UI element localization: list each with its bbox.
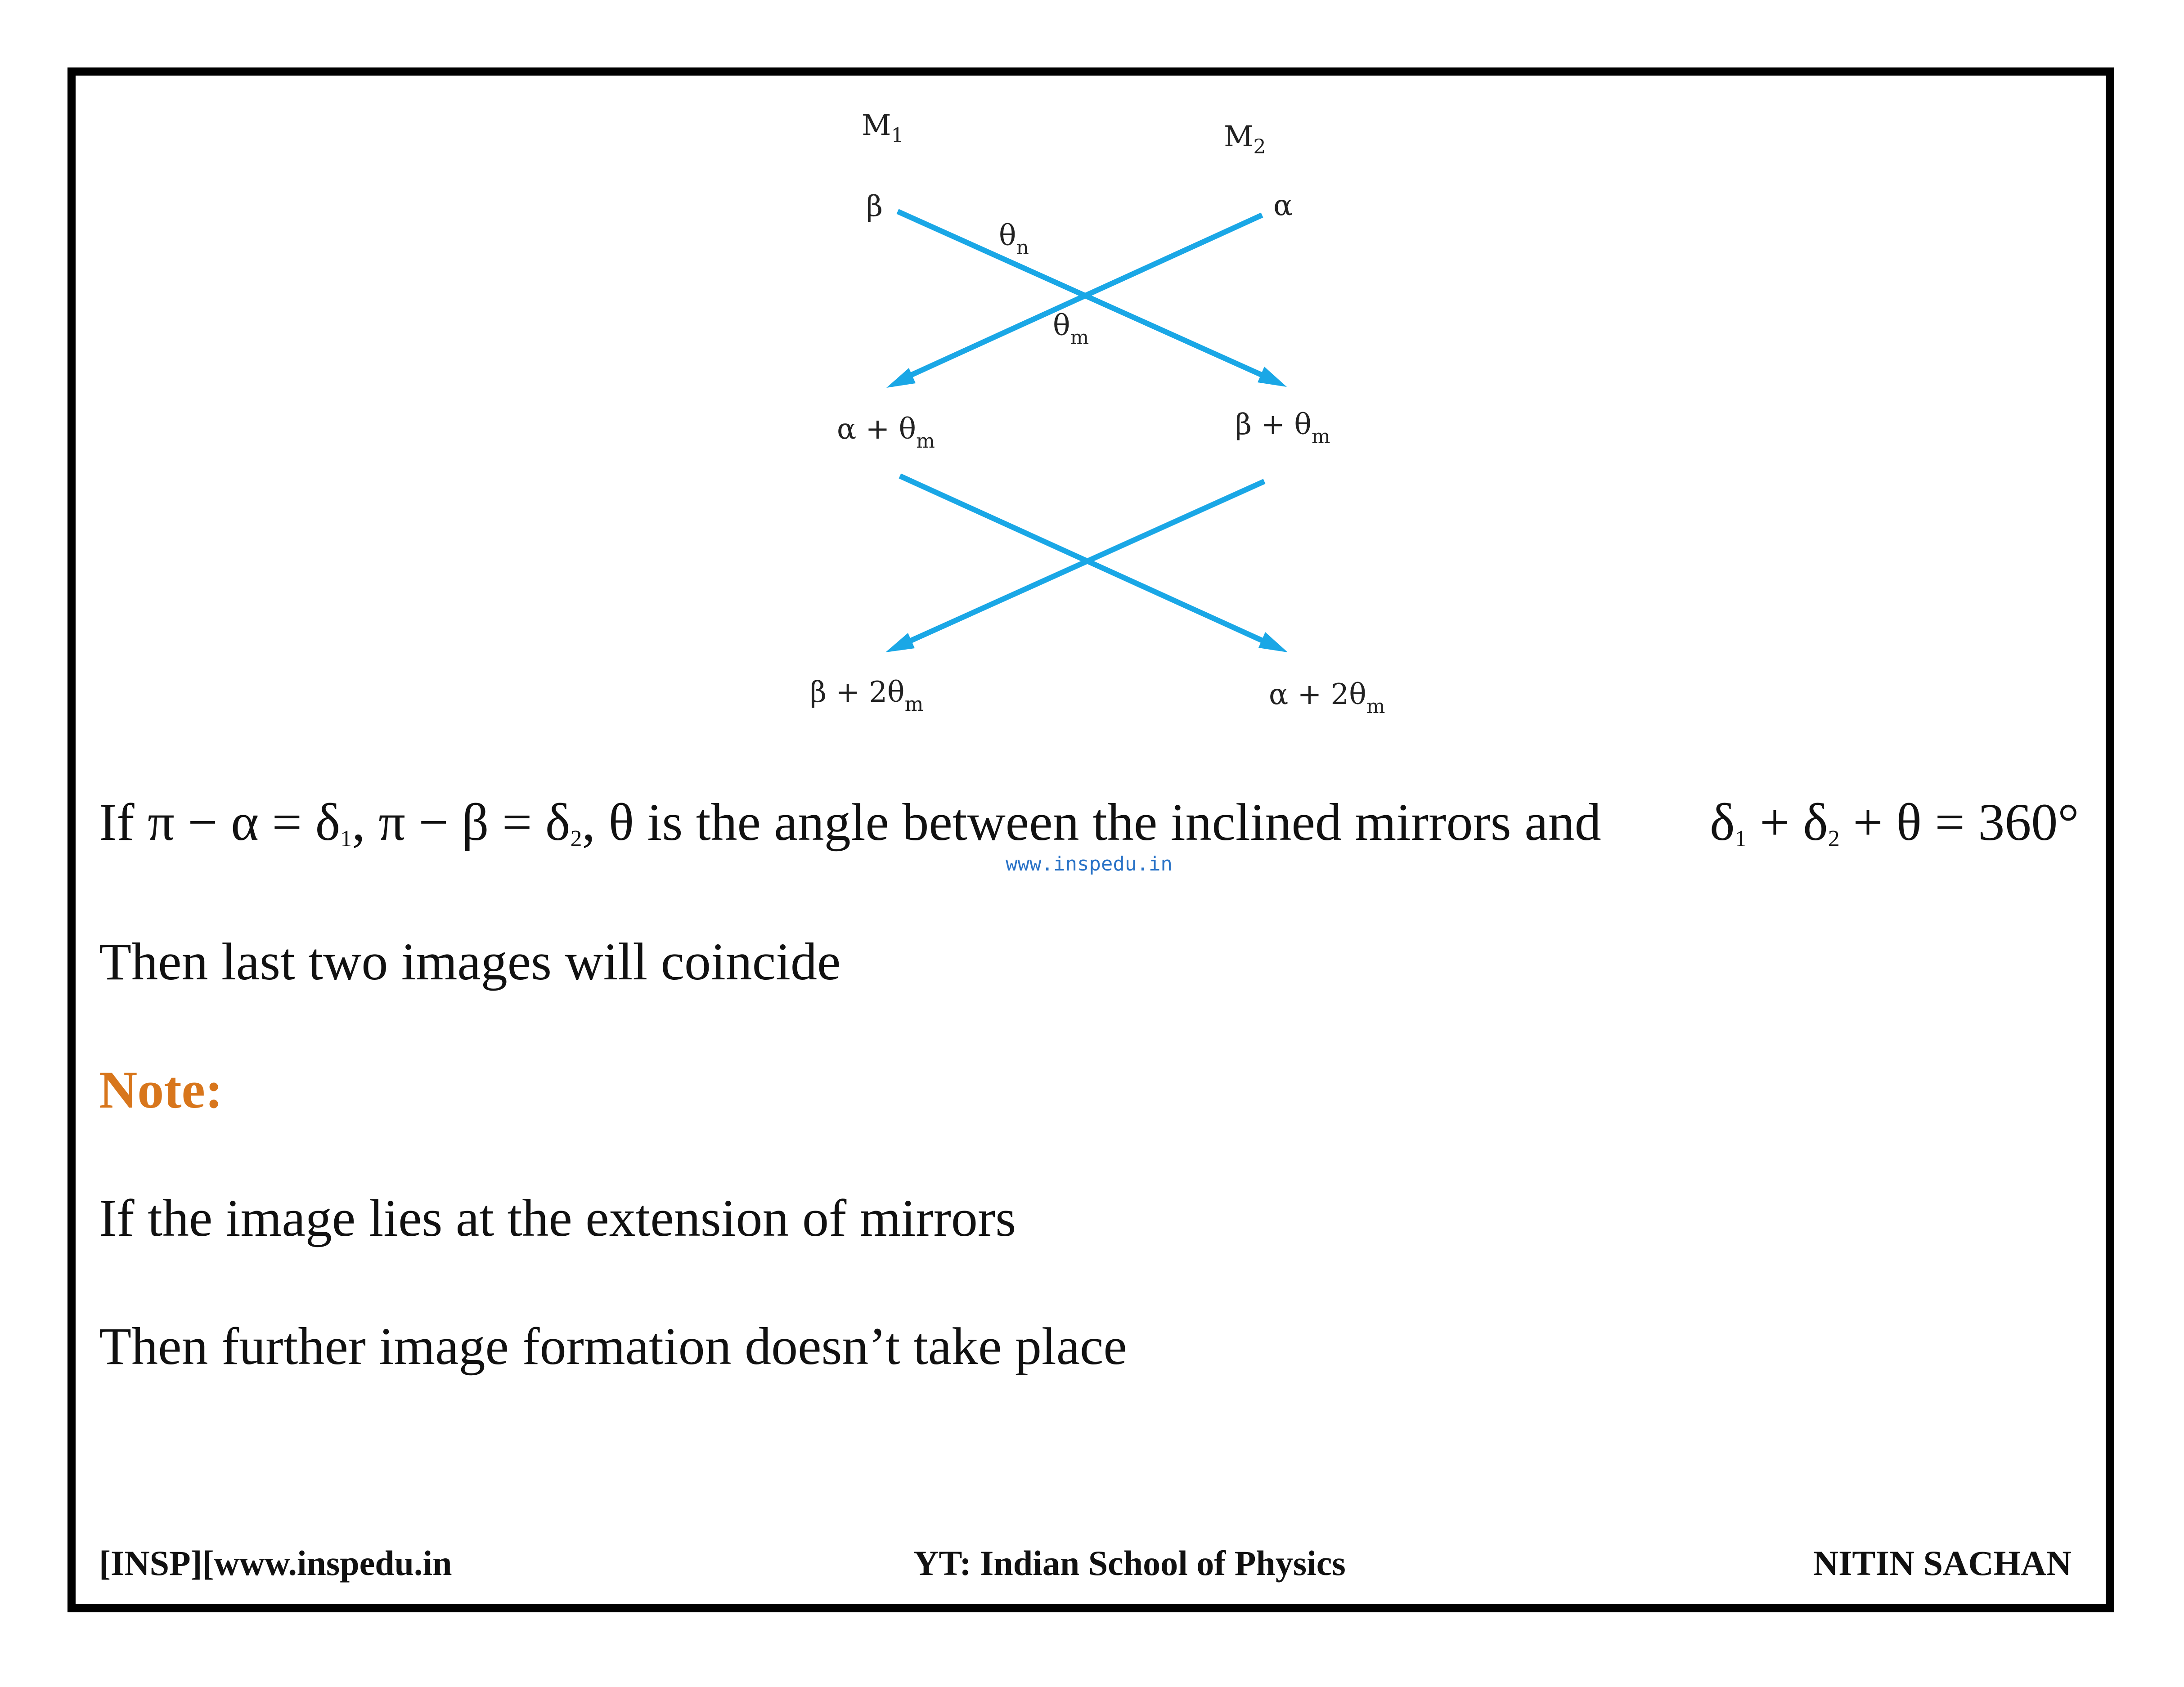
arrowhead-top-left	[886, 368, 916, 388]
equation-delta1: π − α = δ1	[148, 793, 352, 852]
label-beta-plus-2theta-m: β + 2θm	[810, 676, 923, 716]
label-alpha-plus-2theta-m: α + 2θm	[1269, 678, 1385, 718]
label-alpha-start: α	[1273, 189, 1293, 222]
equation-sum: δ1 + δ2 + θ = 360°	[1710, 793, 2079, 852]
note-heading: Note:	[99, 1060, 223, 1119]
label-alpha-plus-theta-m: α + θm	[837, 413, 935, 453]
label-theta-n: θn	[999, 219, 1029, 259]
condition-line: If π − α = δ1, π − β = δ2, θ is the angl…	[99, 793, 1601, 852]
equation-delta2: π − β = δ2	[378, 793, 582, 852]
line-further: Then further image formation doesn’t tak…	[99, 1317, 1127, 1376]
page-border	[67, 67, 2114, 1612]
line-coincide: Then last two images will coincide	[99, 932, 841, 991]
arrowhead-bottom-right	[1258, 632, 1288, 652]
condition-prefix: If	[99, 793, 135, 852]
arrowhead-bottom-left	[885, 633, 915, 652]
footer-center: YT: Indian School of Physics	[913, 1543, 1346, 1583]
arrowhead-top-right	[1258, 367, 1287, 387]
condition-middle-text: θ is the angle between the inclined mirr…	[608, 793, 1601, 852]
ray-top-alpha	[899, 212, 1263, 383]
footer-left: [INSP][www.inspedu.in	[99, 1543, 452, 1583]
label-beta-start: β	[866, 190, 883, 223]
mirror-diagram: M1 M2 β α θn θm α + θm β + θm β + 2θm α …	[810, 109, 1385, 718]
watermark-text: www.inspedu.in	[1006, 852, 1173, 875]
mirror-2-label: M2	[1224, 120, 1266, 158]
mirror-1-label: M1	[862, 109, 904, 147]
label-theta-m: θm	[1053, 309, 1089, 349]
line-extension: If the image lies at the extension of mi…	[99, 1189, 1016, 1247]
footer-right: NITIN SACHAN	[1813, 1543, 2072, 1583]
ray-bottom-2	[899, 479, 1266, 648]
label-beta-plus-theta-m: β + θm	[1235, 408, 1330, 448]
